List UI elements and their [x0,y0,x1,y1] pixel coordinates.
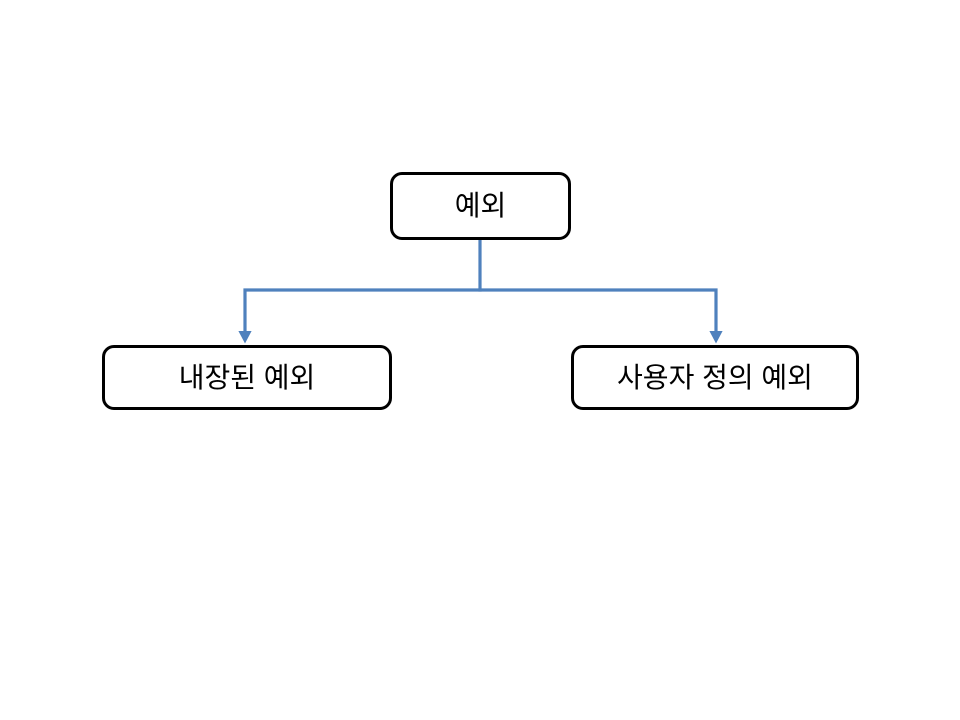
node-builtin-exception-label: 내장된 예외 [178,361,316,393]
node-user-defined-exception: 사용자 정의 예외 [571,345,859,410]
node-user-defined-exception-label: 사용자 정의 예외 [617,361,813,393]
node-root-label: 예외 [454,190,507,221]
arrowhead-left-icon [238,331,252,344]
arrowhead-right-icon [709,331,723,344]
node-root: 예외 [390,172,571,240]
node-builtin-exception: 내장된 예외 [102,345,392,410]
connector-branches [243,288,718,333]
